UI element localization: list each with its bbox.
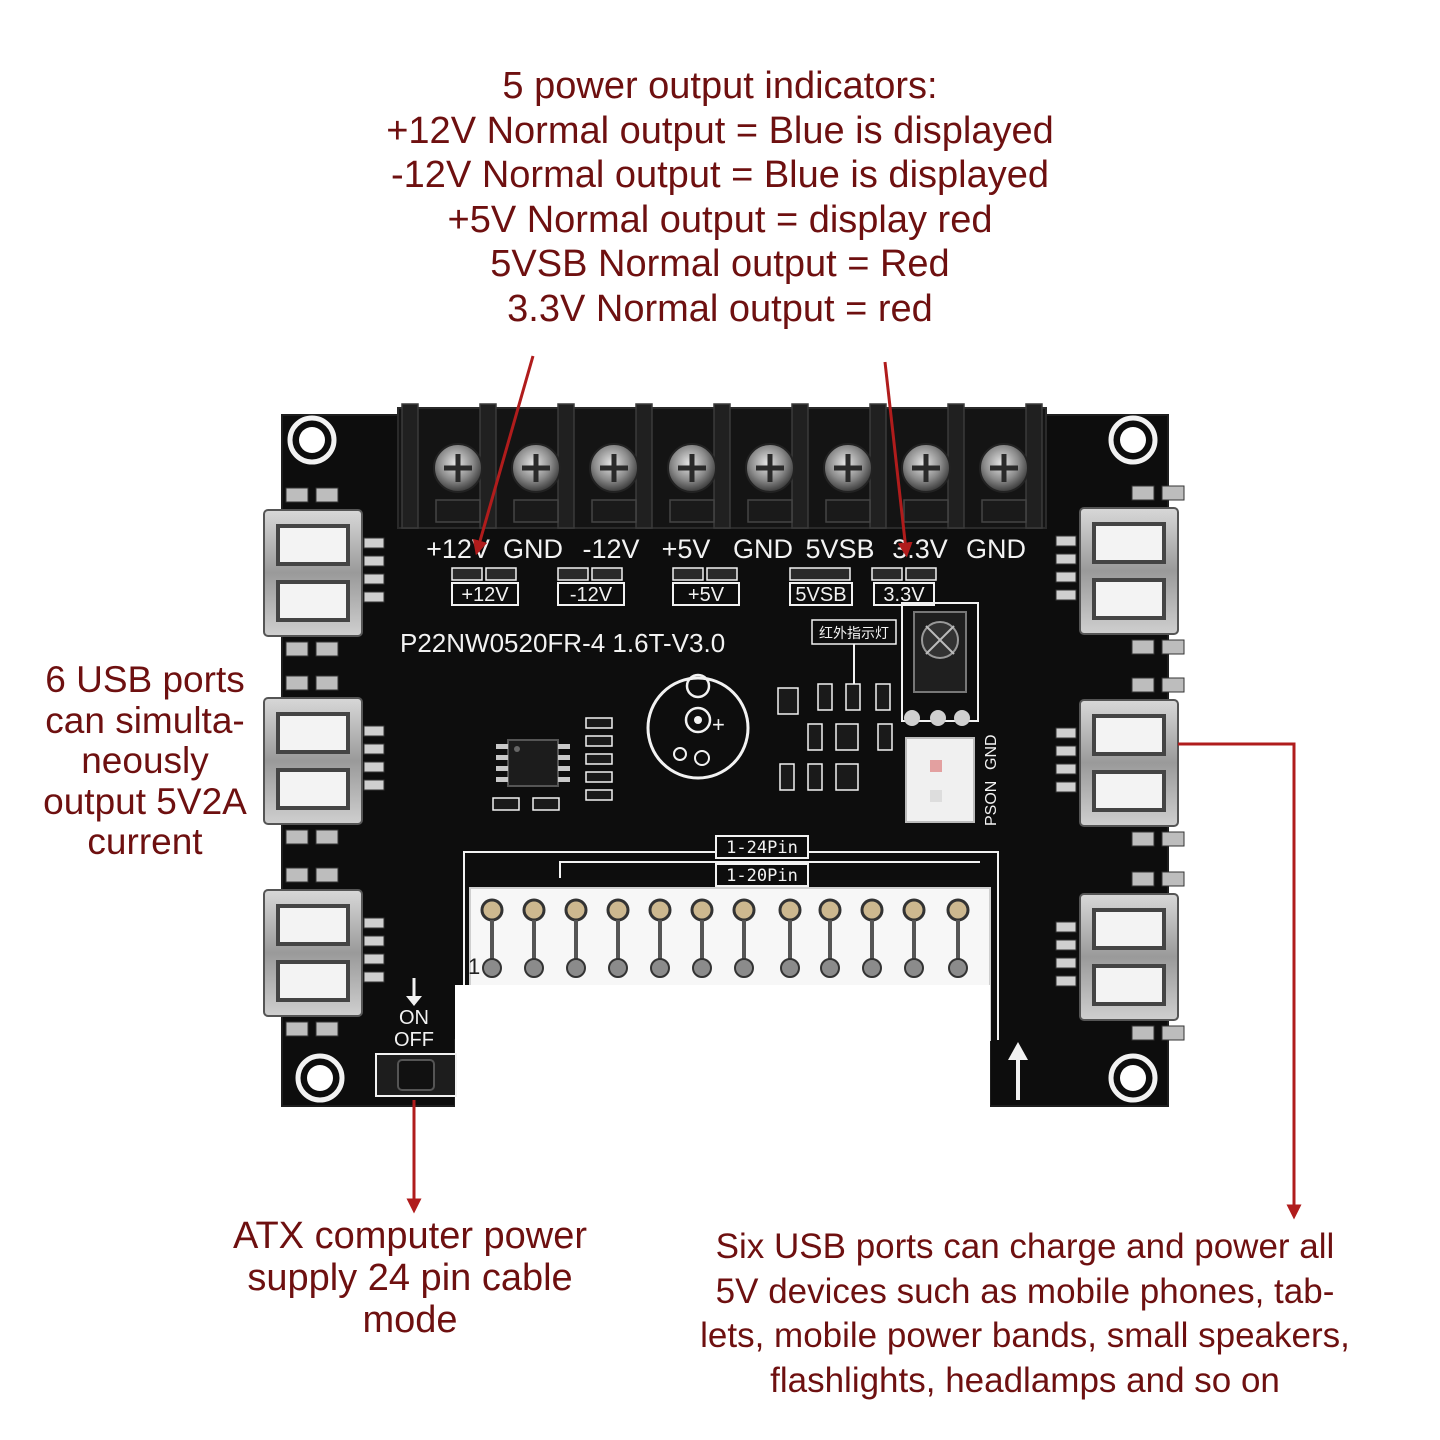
switch-on-label: ON	[399, 1007, 429, 1029]
note-line: -12V Normal output = Blue is displayed	[391, 154, 1049, 197]
led-indicator: 3.3V	[871, 567, 937, 606]
smd-components	[492, 683, 893, 811]
connector-pin	[818, 898, 842, 978]
note-line: mode	[362, 1299, 458, 1341]
usb-devices-note: Six USB ports can charge and power all 5…	[610, 1225, 1440, 1404]
note-line: current	[87, 821, 203, 862]
led-label: -12V	[570, 584, 613, 606]
note-line: supply 24 pin cable	[247, 1257, 573, 1299]
board-model-label: P22NW0520FR-4 1.6T-V3.0	[400, 628, 725, 658]
connector-pin	[522, 898, 546, 978]
usb-port	[1055, 485, 1185, 655]
annotation-arrows	[406, 355, 1302, 1220]
usb-port	[263, 867, 385, 1037]
connector-pin	[732, 898, 756, 978]
connector-pin	[606, 898, 630, 978]
usb-port	[1055, 871, 1185, 1041]
connector-pin	[564, 898, 588, 978]
ir-receiver	[901, 602, 979, 726]
led-indicator: +12V	[451, 567, 519, 606]
terminal-screw	[511, 443, 561, 523]
connector-pin	[690, 898, 714, 978]
usb-ports	[263, 485, 1185, 1041]
led-indicators: +12V -12V +5V 5VSB 3.3V	[451, 567, 937, 606]
power-indicators-note: 5 power output indicators: +12V Normal o…	[220, 64, 1220, 332]
svg-text:+: +	[712, 712, 725, 737]
terminal-label: 3.3V	[892, 534, 948, 564]
note-line: +12V Normal output = Blue is displayed	[386, 109, 1054, 152]
led-label: 3.3V	[883, 584, 925, 606]
terminal-labels: +12V GND -12V +5V GND 5VSB 3.3V GND	[426, 534, 1026, 564]
note-line: lets, mobile power bands, small speakers…	[700, 1316, 1350, 1356]
connector-pin	[480, 898, 504, 978]
usb-port	[1055, 677, 1185, 847]
connector-pin	[648, 898, 672, 978]
note-line: 3.3V Normal output = red	[507, 287, 933, 330]
note-line: ATX computer power	[232, 1215, 588, 1257]
terminal-screw	[589, 443, 639, 523]
note-line: can simulta-	[45, 699, 245, 741]
atx-cable-note: ATX computer power supply 24 pin cable m…	[160, 1215, 660, 1341]
terminal-label: -12V	[582, 534, 639, 564]
note-line: flashlights, headlamps and so on	[770, 1361, 1280, 1401]
note-line: 6 USB ports	[45, 659, 245, 700]
pin-one-label: 1	[468, 954, 480, 979]
capacitor: +	[646, 673, 750, 780]
note-line: neously	[81, 740, 209, 781]
led-label: 5VSB	[795, 584, 846, 606]
note-line: 5VSB Normal output = Red	[490, 243, 950, 286]
ic-chip	[496, 739, 570, 787]
power-switch: ON OFF	[375, 978, 457, 1097]
mounting-holes	[287, 415, 1158, 1103]
ir-indicator-label: 红外指示灯	[819, 625, 889, 641]
up-arrow-marking	[1008, 1042, 1028, 1100]
note-line: Six USB ports can charge and power all	[715, 1227, 1335, 1266]
usb-port	[263, 675, 385, 845]
pson-header: PSON GND	[905, 734, 1000, 826]
led-label: +12V	[461, 584, 509, 606]
note-line: 5V devices such as mobile phones, tab-	[715, 1271, 1335, 1311]
led-indicator: +5V	[672, 567, 740, 606]
usb-ports-note: 6 USB ports can simulta- neously output …	[0, 659, 290, 863]
terminal-label: +5V	[662, 534, 711, 564]
led-indicator: 5VSB	[789, 567, 853, 606]
terminal-screw	[433, 443, 483, 523]
led-indicator: -12V	[557, 567, 625, 606]
switch-off-label: OFF	[394, 1029, 434, 1051]
pin-label: 1-24Pin	[726, 838, 798, 858]
atx-24pin-connector: 1-24Pin 1-20Pin 1	[455, 835, 999, 1120]
screw-terminal-block	[397, 403, 1047, 529]
note-line: output 5V2A	[43, 780, 247, 822]
terminal-screw	[667, 443, 717, 523]
note-line: 5 power output indicators:	[502, 65, 938, 107]
note-line: +5V Normal output = display red	[447, 198, 993, 241]
connector-pin	[902, 898, 926, 978]
connector-pin	[946, 898, 970, 978]
terminal-screw	[979, 443, 1029, 523]
usb-port	[263, 487, 385, 657]
terminal-screw	[823, 443, 873, 523]
terminal-label: GND	[503, 534, 563, 564]
terminal-label: GND	[966, 534, 1026, 564]
gnd-label: GND	[983, 734, 1000, 770]
terminal-divider	[401, 403, 419, 529]
connector-pin	[778, 898, 802, 978]
led-label: +5V	[688, 584, 725, 606]
terminal-screw	[745, 443, 795, 523]
pin-label: 1-20Pin	[726, 866, 798, 886]
terminal-label: GND	[733, 534, 793, 564]
terminal-label: 5VSB	[805, 534, 874, 564]
connector-pin	[860, 898, 884, 978]
terminal-screw	[901, 443, 951, 523]
pson-label: PSON	[983, 781, 1000, 826]
